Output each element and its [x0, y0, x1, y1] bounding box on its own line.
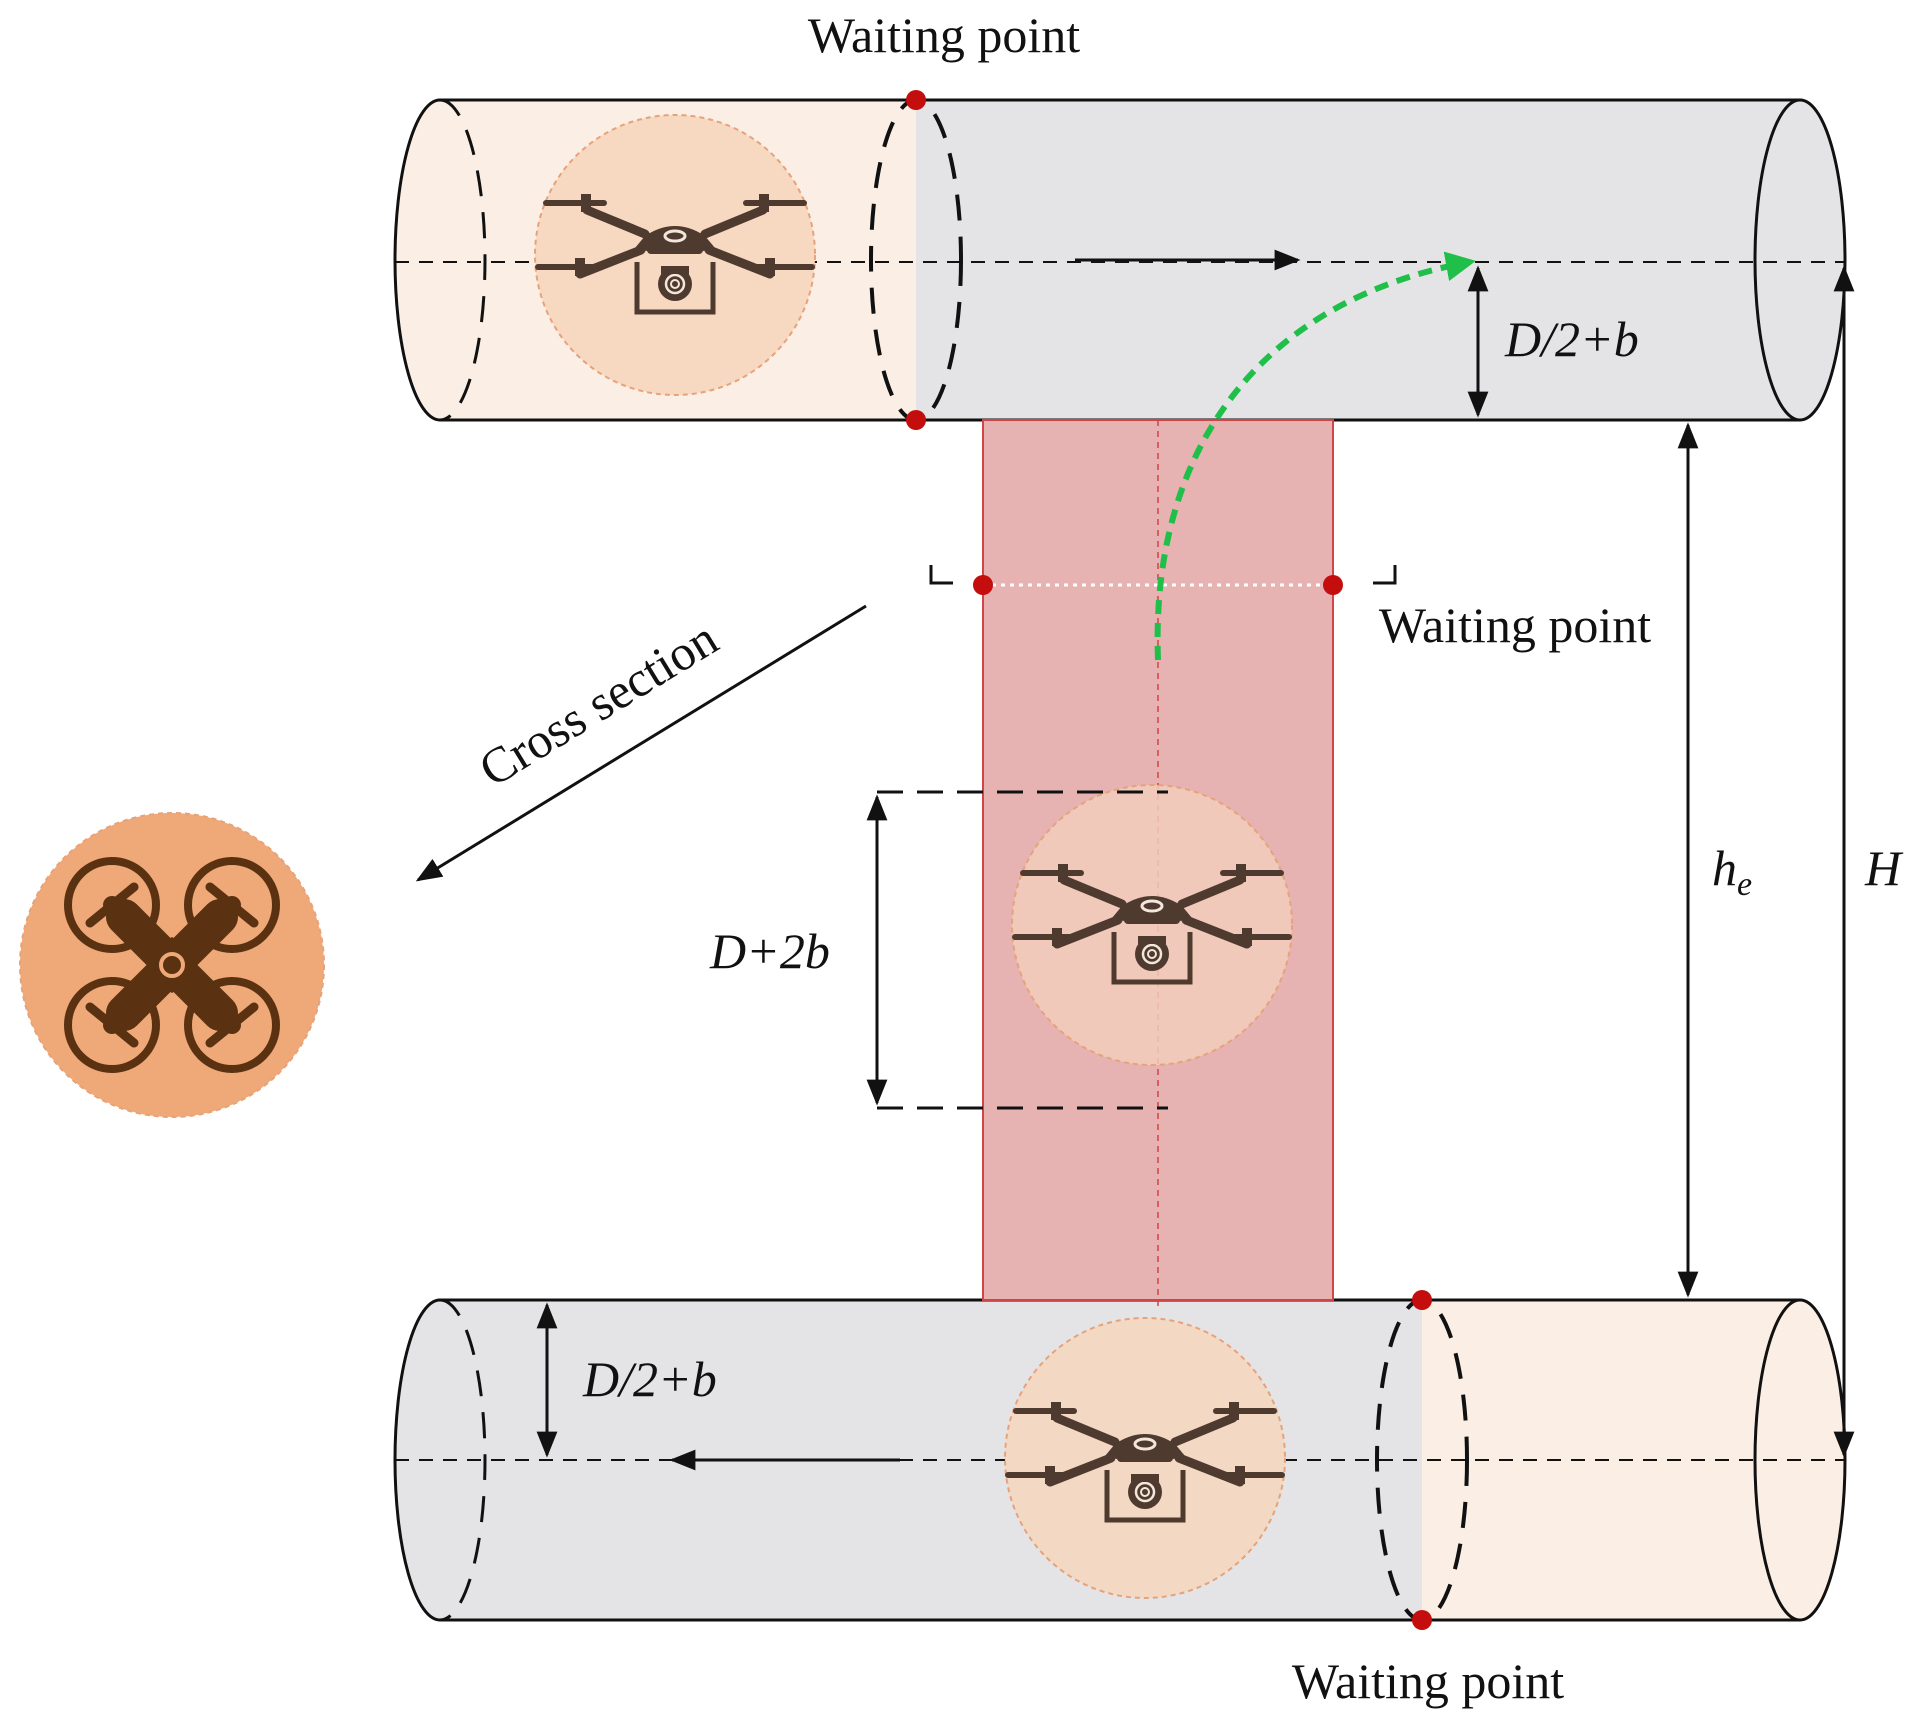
waiting-point-dot — [1412, 1290, 1432, 1310]
waiting-point-dot — [906, 410, 926, 430]
bottom-waiting-zone — [1422, 1300, 1845, 1620]
waiting-point-label-middle: Waiting point — [1379, 597, 1651, 653]
cross-section-arrow — [415, 604, 867, 882]
cross-section-drone — [19, 812, 325, 1118]
top-drone — [535, 114, 815, 396]
bottom-drone — [1005, 1317, 1285, 1599]
waiting-point-dot — [906, 90, 926, 110]
section-bracket-left — [929, 565, 953, 585]
dim-vertical-corridor-label: D+2b — [709, 923, 830, 979]
waiting-point-label-bottom: Waiting point — [1292, 1653, 1564, 1709]
dim-he-label: he — [1712, 840, 1752, 903]
transition-path — [1154, 251, 1476, 661]
waiting-point-label-top: Waiting point — [808, 7, 1080, 63]
vertical-drone — [1012, 784, 1292, 1066]
dim-H-label: H — [1864, 840, 1904, 896]
dim-bottom-label: D/2+b — [582, 1351, 717, 1407]
waiting-point-dot — [1323, 575, 1343, 595]
waiting-point-dot — [1412, 1610, 1432, 1630]
waiting-point-dot — [973, 575, 993, 595]
section-bracket-right — [1373, 565, 1397, 585]
dim-top-label: D/2+b — [1504, 311, 1639, 367]
